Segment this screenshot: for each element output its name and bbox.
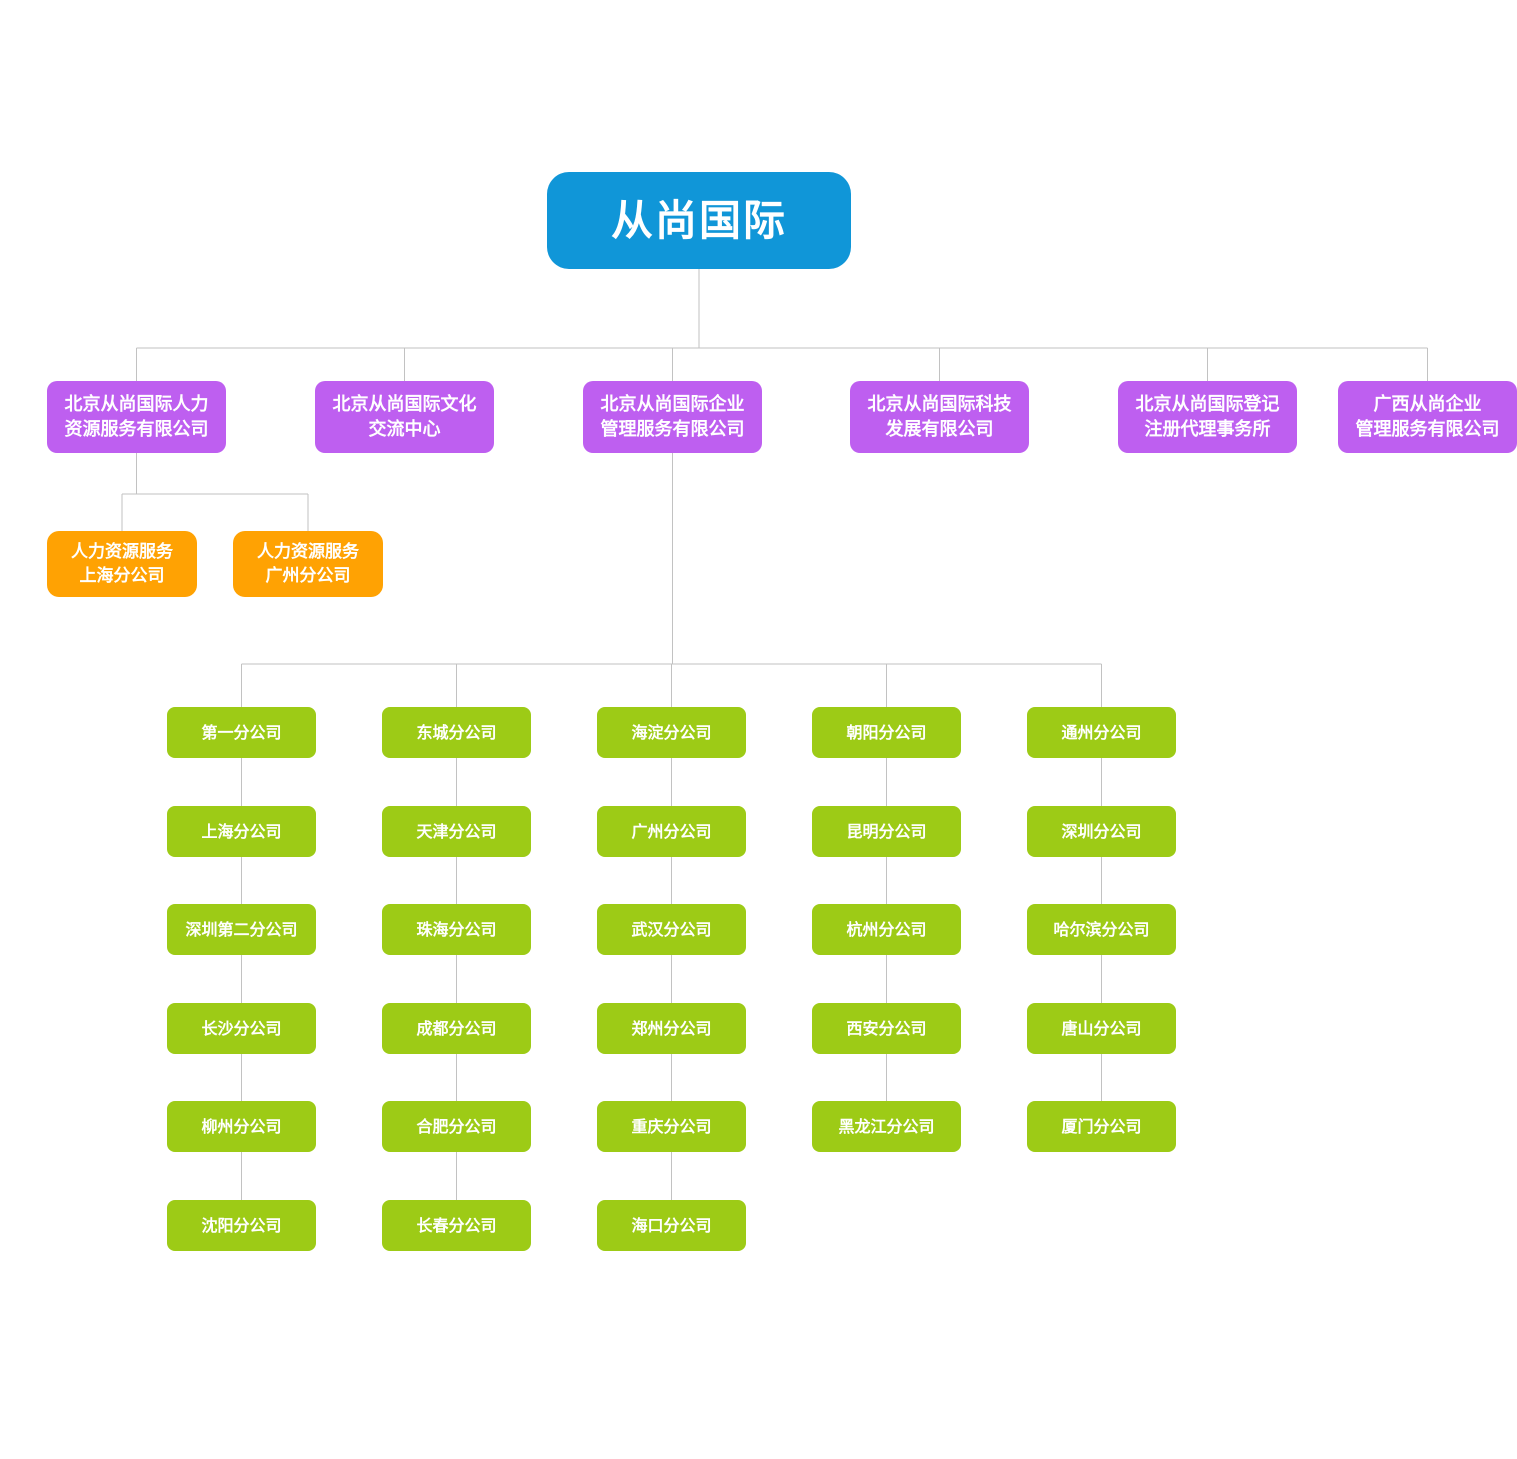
org-node-branch: 天津分公司 [382, 806, 531, 857]
org-node-hr-branch: 人力资源服务 上海分公司 [47, 531, 197, 597]
org-node-branch: 沈阳分公司 [167, 1200, 316, 1251]
org-node-company: 北京从尚国际企业 管理服务有限公司 [583, 381, 762, 453]
org-node-branch: 西安分公司 [812, 1003, 961, 1054]
org-node-branch: 海口分公司 [597, 1200, 746, 1251]
org-node-branch: 柳州分公司 [167, 1101, 316, 1152]
org-node-branch: 珠海分公司 [382, 904, 531, 955]
org-node-root: 从尚国际 [547, 172, 851, 269]
org-node-branch: 上海分公司 [167, 806, 316, 857]
org-node-company: 北京从尚国际科技 发展有限公司 [850, 381, 1029, 453]
org-node-company: 广西从尚企业 管理服务有限公司 [1338, 381, 1517, 453]
org-node-branch: 杭州分公司 [812, 904, 961, 955]
org-node-branch: 第一分公司 [167, 707, 316, 758]
org-node-branch: 唐山分公司 [1027, 1003, 1176, 1054]
org-node-branch: 黑龙江分公司 [812, 1101, 961, 1152]
org-node-branch: 长春分公司 [382, 1200, 531, 1251]
org-node-branch: 朝阳分公司 [812, 707, 961, 758]
org-node-company: 北京从尚国际文化 交流中心 [315, 381, 494, 453]
org-node-branch: 重庆分公司 [597, 1101, 746, 1152]
org-node-branch: 成都分公司 [382, 1003, 531, 1054]
org-node-branch: 哈尔滨分公司 [1027, 904, 1176, 955]
org-node-company: 北京从尚国际人力 资源服务有限公司 [47, 381, 226, 453]
org-node-branch: 武汉分公司 [597, 904, 746, 955]
org-node-branch: 深圳第二分公司 [167, 904, 316, 955]
org-node-branch: 通州分公司 [1027, 707, 1176, 758]
org-node-branch: 郑州分公司 [597, 1003, 746, 1054]
org-node-branch: 长沙分公司 [167, 1003, 316, 1054]
org-node-branch: 海淀分公司 [597, 707, 746, 758]
org-node-company: 北京从尚国际登记 注册代理事务所 [1118, 381, 1297, 453]
org-node-hr-branch: 人力资源服务 广州分公司 [233, 531, 383, 597]
org-node-branch: 昆明分公司 [812, 806, 961, 857]
org-node-branch: 深圳分公司 [1027, 806, 1176, 857]
org-node-branch: 广州分公司 [597, 806, 746, 857]
org-node-branch: 厦门分公司 [1027, 1101, 1176, 1152]
org-node-branch: 东城分公司 [382, 707, 531, 758]
org-node-branch: 合肥分公司 [382, 1101, 531, 1152]
